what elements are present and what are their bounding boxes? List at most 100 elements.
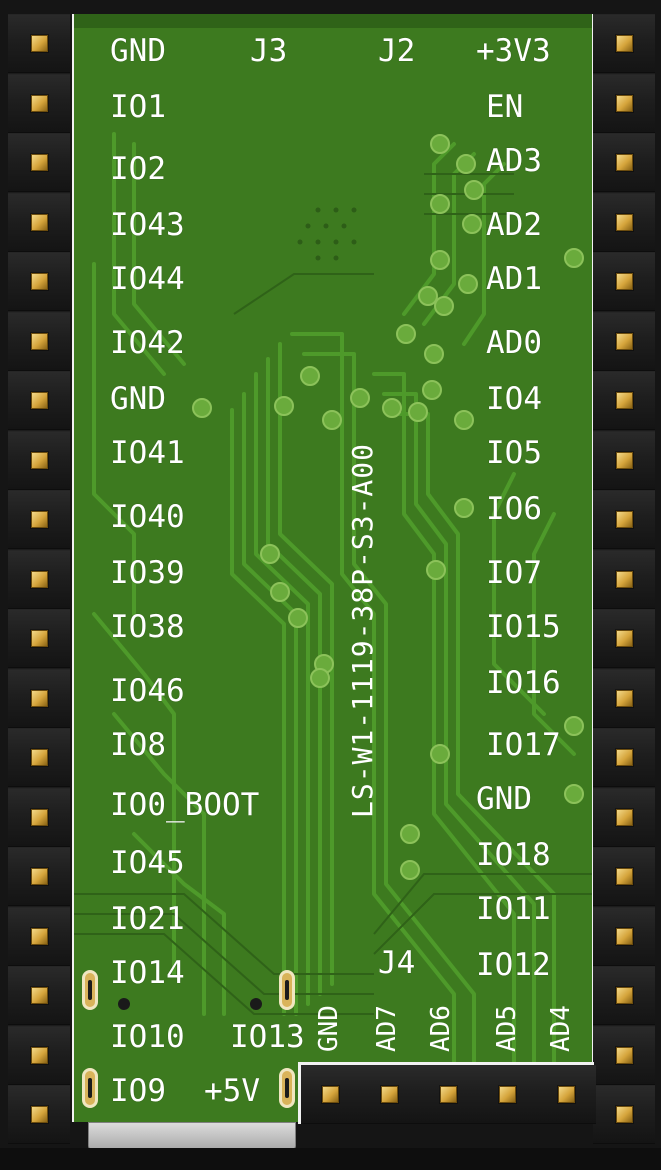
pin-pad-icon	[615, 1046, 633, 1064]
bottom-vertical-label: AD5	[492, 1005, 522, 1052]
header-pin	[8, 430, 70, 490]
header-pin	[8, 966, 70, 1025]
header-pin	[8, 311, 70, 371]
pin-pad-icon	[30, 154, 48, 171]
header-pin	[593, 430, 655, 490]
header-pin	[8, 192, 70, 252]
pin-pad-icon	[30, 630, 48, 647]
header-pin	[8, 549, 70, 609]
right-label: IO4	[486, 381, 542, 417]
header-pin	[8, 252, 70, 311]
header-pin	[593, 252, 655, 311]
copper-traces	[74, 132, 592, 1076]
header-pin	[593, 847, 655, 906]
header-pin	[593, 73, 655, 133]
oval-pad	[82, 1068, 98, 1108]
header-pin	[8, 668, 70, 728]
header-pin	[478, 1065, 537, 1124]
header-pin	[593, 14, 655, 73]
right-label: AD3	[486, 143, 542, 179]
pin-pad-icon	[615, 332, 633, 350]
pin-pad-icon	[381, 1086, 398, 1103]
header-pin	[593, 728, 655, 787]
right-label: AD2	[486, 207, 542, 243]
left-label: IO45	[110, 845, 185, 881]
pcb-board	[72, 14, 594, 1122]
header-pin	[8, 490, 70, 549]
connector-j4-label: J4	[378, 945, 416, 981]
pin-pad-icon	[30, 927, 48, 945]
header-pin	[593, 787, 655, 847]
header-pin	[593, 549, 655, 609]
left-label: IO21	[110, 901, 185, 937]
header-pin	[593, 371, 655, 430]
left-label: IO42	[110, 325, 185, 361]
pin-pad-icon	[322, 1086, 339, 1103]
left-label: IO2	[110, 151, 166, 187]
pin-pad-icon	[615, 808, 633, 826]
oval-pad	[279, 1068, 295, 1108]
pin-pad-icon	[30, 749, 48, 766]
left-label: IO14	[110, 955, 185, 991]
pin-pad-icon	[615, 868, 633, 885]
pin-pad-icon	[30, 1106, 48, 1123]
header-pin	[593, 906, 655, 966]
pin-pad-icon	[30, 987, 48, 1004]
bottom-vertical-label: AD6	[426, 1005, 456, 1052]
pin-pad-icon	[615, 273, 633, 290]
pin-pad-icon	[30, 689, 48, 707]
header-pin	[8, 728, 70, 787]
pin-pad-icon	[30, 868, 48, 885]
pin-pad-icon	[30, 392, 48, 409]
pin-pad-icon	[615, 35, 633, 52]
pin-pad-icon	[615, 1106, 633, 1123]
bottom-pin-header	[298, 1062, 596, 1124]
pin-pad-icon	[30, 94, 48, 112]
plus5v-label: +5V	[204, 1073, 260, 1109]
header-pin	[8, 787, 70, 847]
pin-pad-icon	[615, 749, 633, 766]
right-pin-header	[593, 14, 655, 1144]
pin-pad-icon	[615, 689, 633, 707]
pin-pad-icon	[615, 927, 633, 945]
right-label: AD0	[486, 325, 542, 361]
right-label: +3V3	[476, 33, 551, 69]
header-pin	[301, 1065, 360, 1124]
left-label: IO41	[110, 435, 185, 471]
header-pin	[8, 609, 70, 668]
connector-j3-label: J3	[250, 33, 288, 69]
left-label: IO43	[110, 207, 185, 243]
header-pin	[8, 371, 70, 430]
left-label: IO39	[110, 555, 185, 591]
io13-label: IO13	[230, 1019, 305, 1055]
right-label: AD1	[486, 261, 542, 297]
pin-pad-icon	[30, 273, 48, 290]
pin-pad-icon	[30, 332, 48, 350]
right-label: IO5	[486, 435, 542, 471]
pin-pad-icon	[615, 630, 633, 647]
pin-pad-icon	[30, 451, 48, 469]
right-label: EN	[486, 89, 524, 125]
right-label: IO6	[486, 491, 542, 527]
header-pin	[419, 1065, 478, 1124]
header-pin	[593, 668, 655, 728]
pin-pad-icon	[615, 213, 633, 231]
left-label: IO1	[110, 89, 166, 125]
left-label: IO0_BOOT	[110, 787, 260, 823]
header-pin	[8, 906, 70, 966]
pin-pad-icon	[30, 511, 48, 528]
pin-pad-icon	[30, 570, 48, 588]
left-label: IO8	[110, 727, 166, 763]
header-pin	[8, 847, 70, 906]
board-top-edge	[74, 14, 592, 28]
pin-pad-icon	[615, 570, 633, 588]
header-pin	[8, 1025, 70, 1085]
pin-pad-icon	[440, 1086, 457, 1103]
right-label: IO15	[486, 609, 561, 645]
left-pin-header	[8, 14, 70, 1144]
left-label: GND	[110, 381, 166, 417]
mount-hole	[118, 998, 130, 1010]
header-pin	[593, 311, 655, 371]
oval-pad	[82, 970, 98, 1010]
